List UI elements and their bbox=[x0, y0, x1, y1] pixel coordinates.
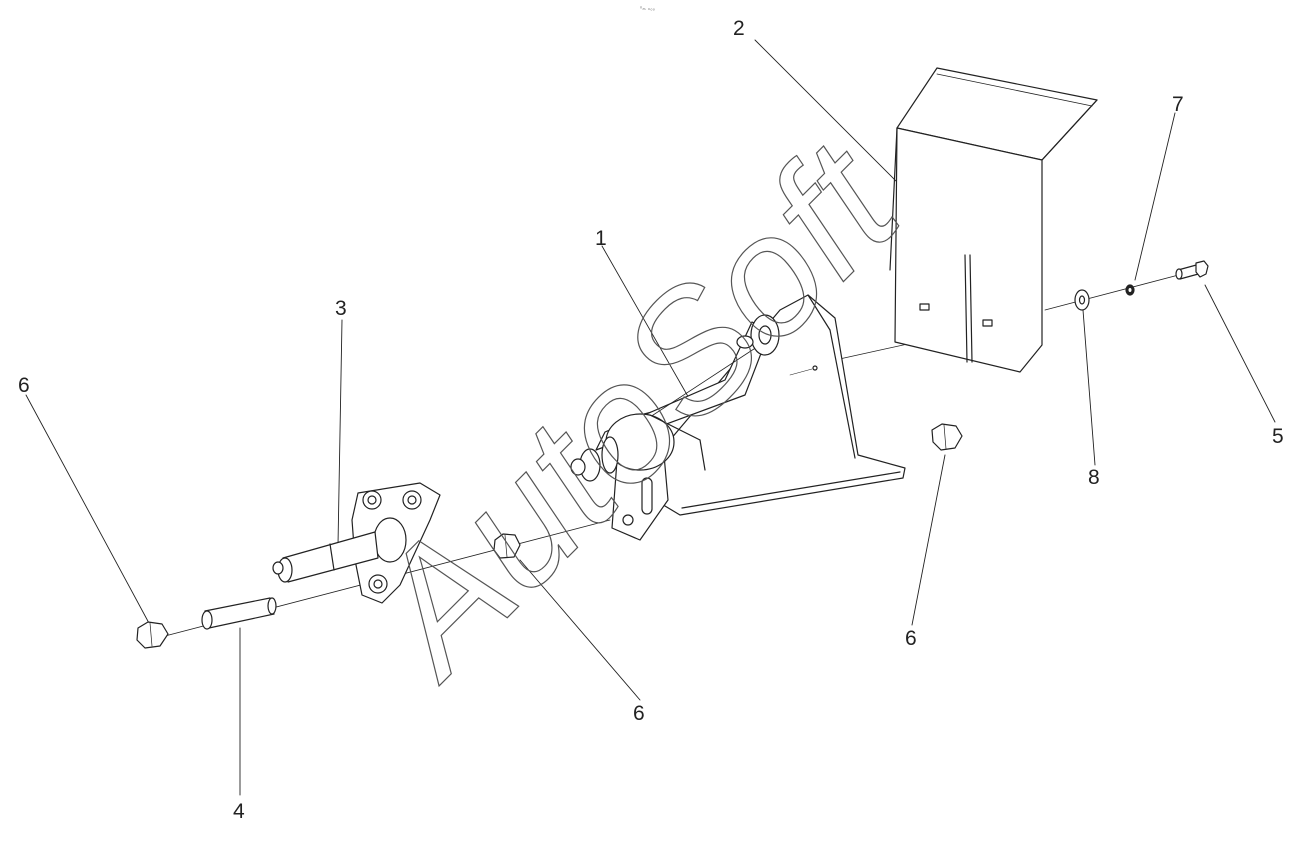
callout-3: 3 bbox=[335, 297, 347, 320]
bolt-part bbox=[1175, 260, 1209, 280]
nut-left bbox=[136, 621, 169, 649]
callout-5: 5 bbox=[1272, 425, 1284, 448]
callout-6-right: 6 bbox=[905, 627, 917, 650]
callout-7: 7 bbox=[1172, 93, 1184, 116]
callout-1: 1 bbox=[595, 227, 607, 250]
cover-part bbox=[889, 67, 1098, 373]
callout-8: 8 bbox=[1088, 466, 1100, 489]
nut-right bbox=[931, 423, 963, 451]
tube-part bbox=[201, 597, 277, 630]
callout-4: 4 bbox=[233, 800, 245, 823]
callout-2: 2 bbox=[733, 17, 745, 40]
plate-shaft-part bbox=[272, 482, 441, 604]
callout-6-left: 6 bbox=[18, 374, 30, 397]
pedal-lever-part bbox=[570, 294, 906, 541]
washer-part bbox=[1074, 289, 1090, 311]
ring-part bbox=[1125, 284, 1135, 296]
header-mark: ⁰ₘ ₙₒₒ bbox=[640, 6, 656, 12]
nut-middle bbox=[493, 533, 521, 559]
leader-lines bbox=[25, 39, 1276, 796]
callout-6-middle: 6 bbox=[633, 702, 645, 725]
